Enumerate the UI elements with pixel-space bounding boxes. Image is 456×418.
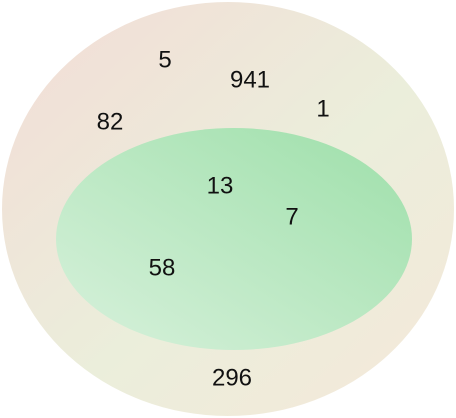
count-label-left: 82	[97, 109, 124, 136]
count-label-top-left: 5	[158, 47, 171, 74]
count-label-inner-top: 13	[207, 173, 234, 200]
count-label-top-center: 941	[230, 67, 270, 94]
count-label-top-right: 1	[316, 96, 329, 123]
inner-set-region	[56, 128, 412, 350]
count-label-inner-right: 7	[285, 204, 298, 231]
count-label-bottom: 296	[212, 365, 252, 392]
count-label-inner-left: 58	[149, 255, 176, 282]
